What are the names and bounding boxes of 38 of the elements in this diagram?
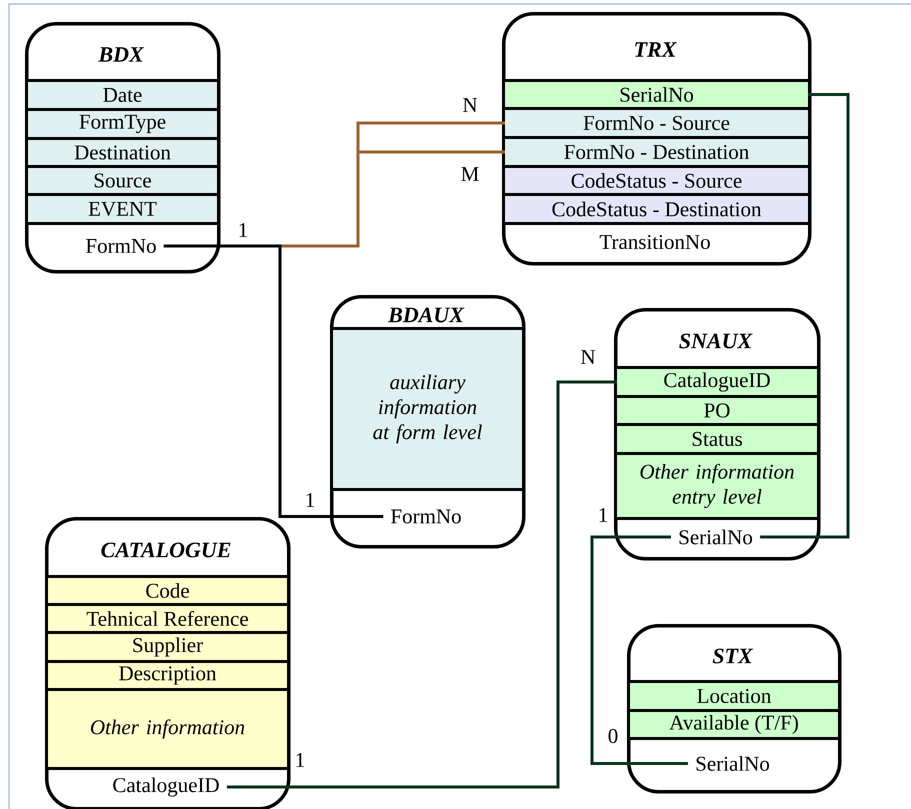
attribute-row: FormNo - Destination <box>502 136 811 168</box>
attribute-row: Date <box>25 79 220 111</box>
attribute-row: Destination <box>25 137 220 168</box>
attribute-row: Status <box>614 423 820 455</box>
attribute-row: FormType <box>25 108 220 140</box>
attribute-row: Description <box>45 660 290 691</box>
cardinality-label: N <box>463 98 478 112</box>
key-field: SerialNo <box>680 530 752 544</box>
connector-line <box>760 93 850 538</box>
attribute-row: CodeStatus - Destination <box>502 193 811 225</box>
cardinality-label: M <box>461 167 479 181</box>
attribute-row: Available (T/F) <box>627 709 841 740</box>
attribute-row: SerialNo <box>502 79 811 110</box>
attribute-row: EVENT <box>25 193 220 225</box>
cardinality-label: 1 <box>240 223 247 237</box>
cardinality-label: 0 <box>608 728 618 744</box>
attribute-row: FormNo - Source <box>502 107 811 139</box>
attribute-row: Supplier <box>45 631 290 663</box>
attribute-row: Location <box>627 680 841 712</box>
cardinality-label: 1 <box>306 493 314 507</box>
key-field: SerialNo <box>696 756 770 771</box>
cardinality-label: N <box>581 350 596 364</box>
connector-line <box>226 380 617 788</box>
attribute-row: Source <box>25 165 220 196</box>
cardinality-label: 1 <box>600 508 607 522</box>
attribute-row: PO <box>614 395 820 426</box>
attribute-row: CodeStatus - Source <box>502 165 811 196</box>
connector-line <box>164 244 384 518</box>
attribute-row: Tehnical Reference <box>45 603 290 634</box>
key-field: FormNo <box>86 239 156 253</box>
attribute-row: Code <box>45 575 290 606</box>
key-field: FormNo <box>391 510 461 524</box>
key-field: CatalogueID <box>113 777 219 797</box>
connector-line <box>590 536 688 765</box>
attribute-row: auxiliary information at form level <box>330 327 525 491</box>
key-field: TransitionNo <box>600 234 710 250</box>
cardinality-label: 1 <box>296 753 304 767</box>
attribute-row: CatalogueID <box>614 366 820 398</box>
